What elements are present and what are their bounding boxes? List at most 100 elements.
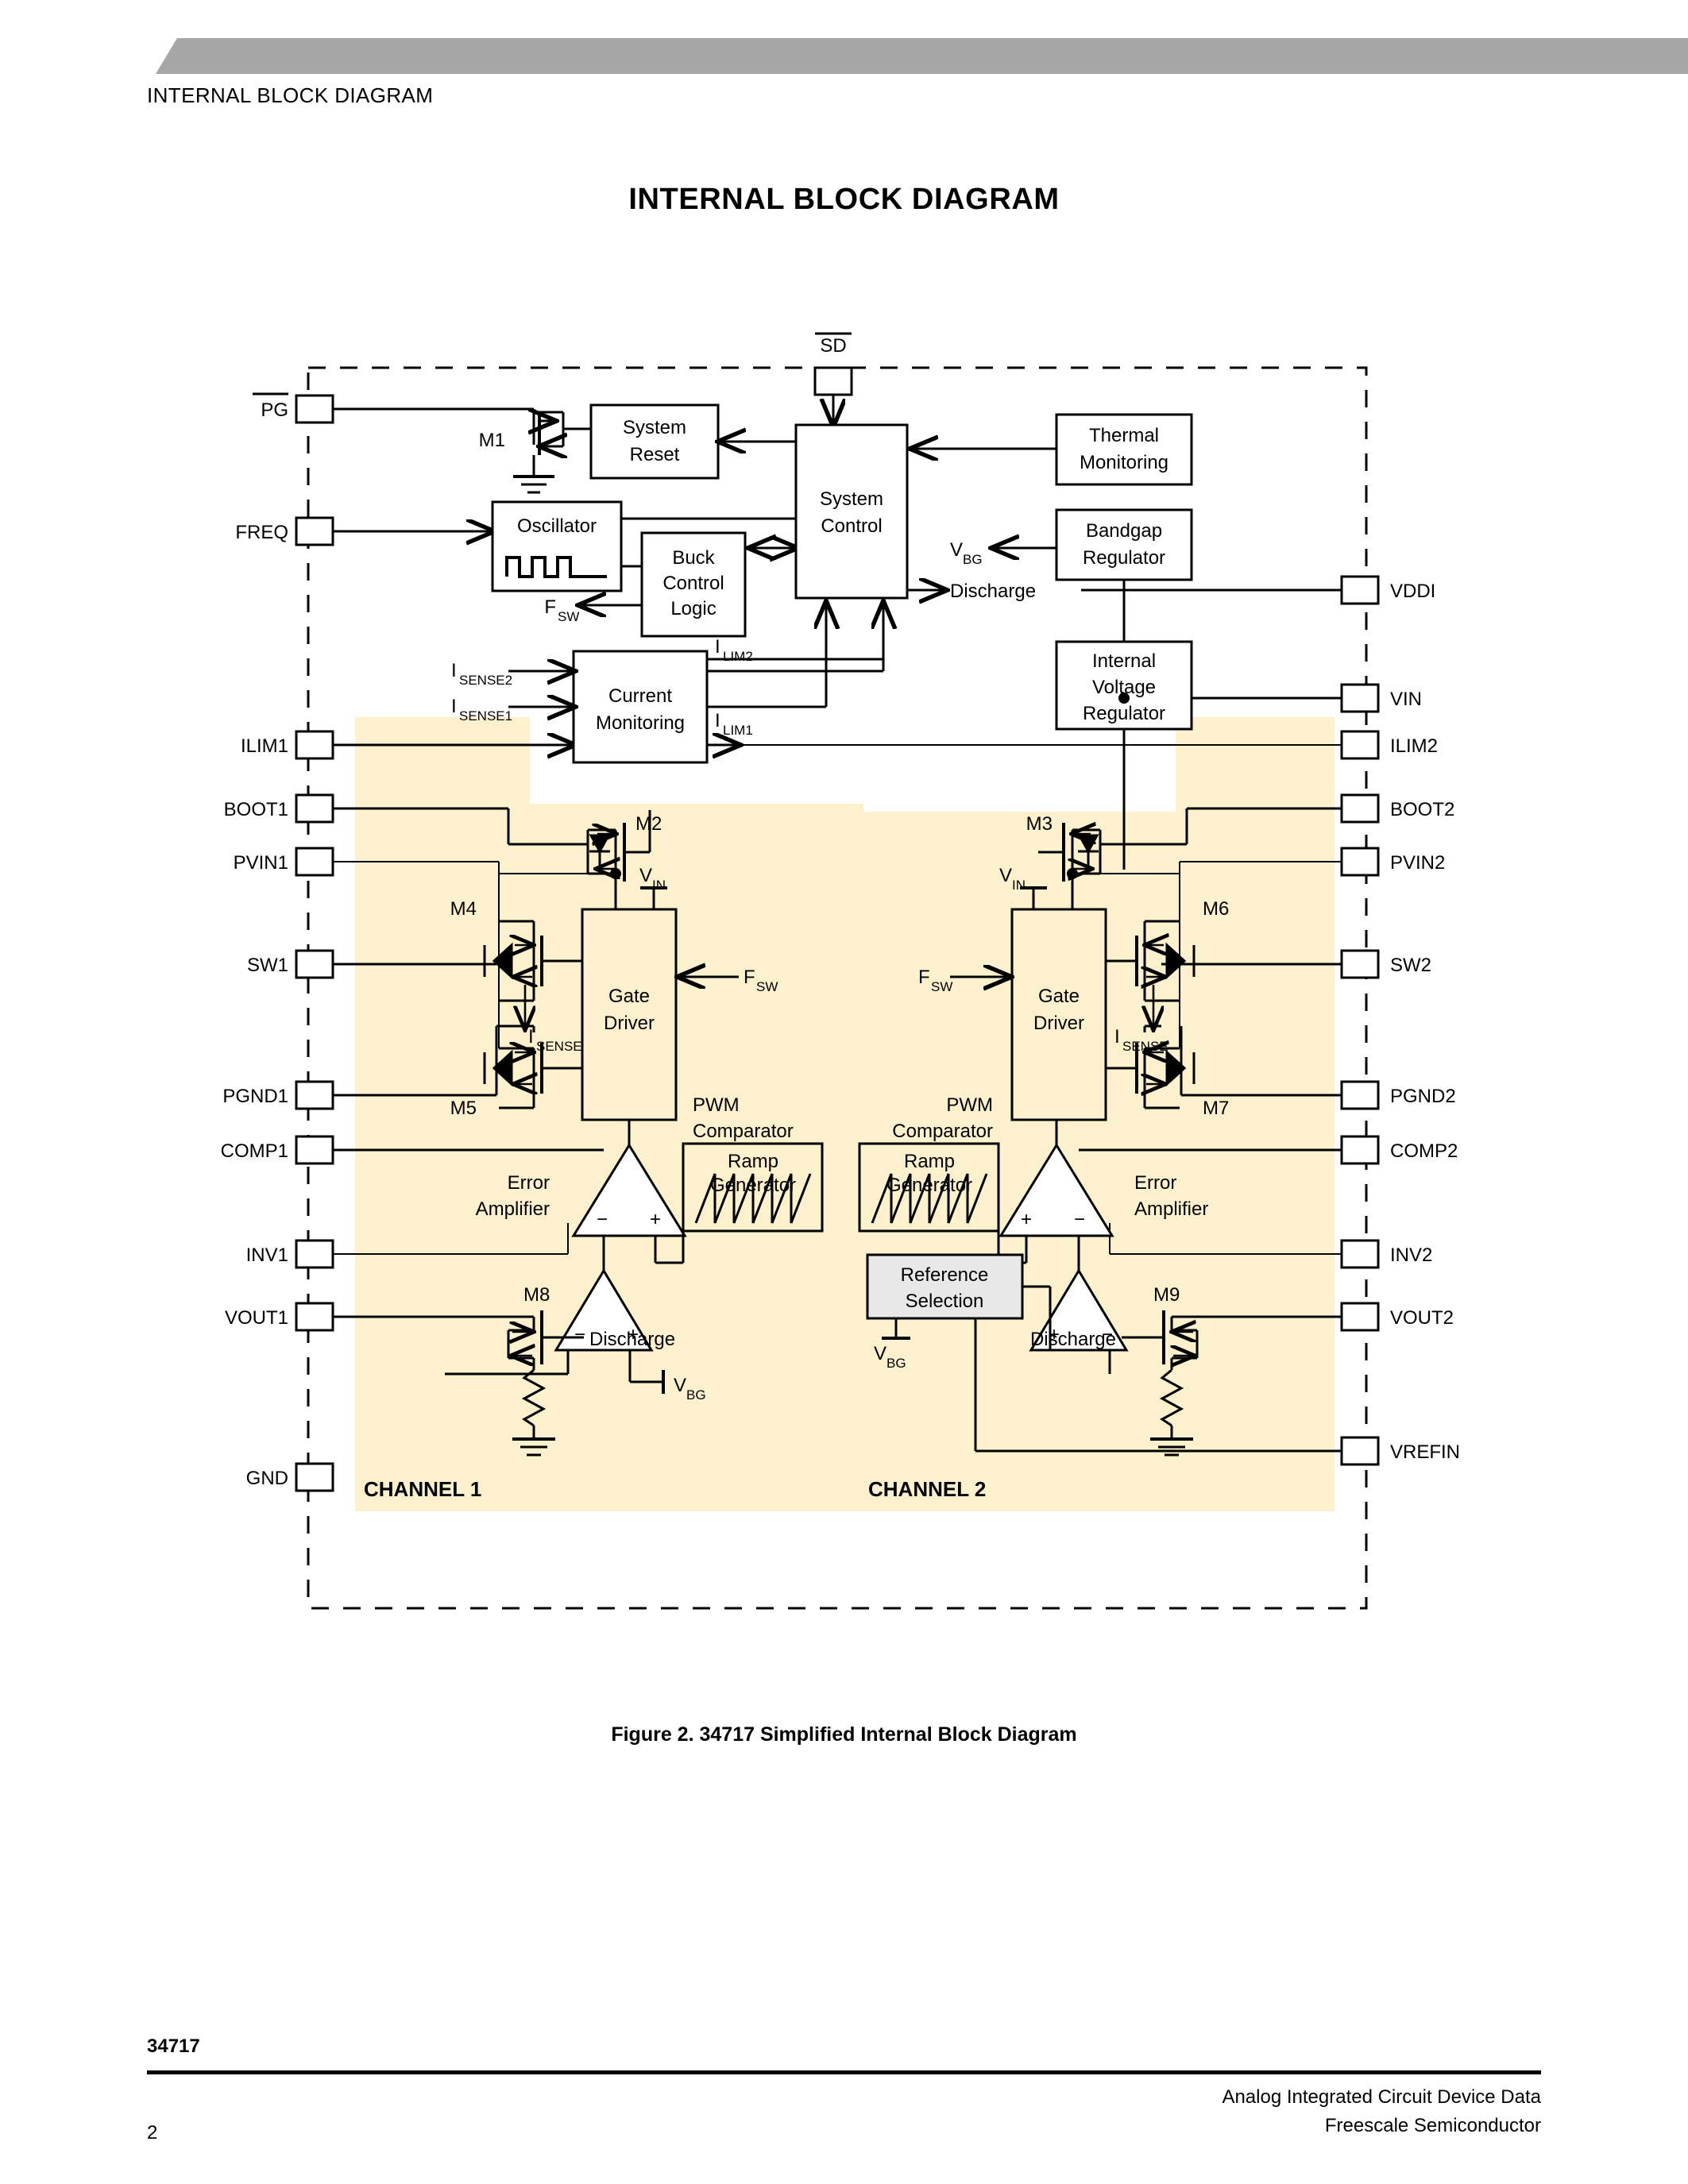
signal-label-discharge-ch1: Discharge xyxy=(589,1329,675,1350)
block-label-system-control-line2: Control xyxy=(821,515,882,537)
pin-label-vout2: VOUT2 xyxy=(1390,1307,1454,1329)
pin-label-pg: PG xyxy=(261,399,288,421)
block-label-ivr-line1: Internal xyxy=(1092,650,1156,672)
signal-label-vbg-main: V BG xyxy=(950,539,983,567)
mosfet-label-m6: M6 xyxy=(1203,898,1229,920)
mosfet-label-m5: M5 xyxy=(450,1098,477,1119)
label-pwm-comparator-1-line2: Comparator xyxy=(693,1121,794,1142)
pin-label-inv2: INV2 xyxy=(1390,1244,1432,1266)
block-label-reference-selection-line2: Selection xyxy=(906,1291,984,1312)
block-label-thermal-line2: Monitoring xyxy=(1080,452,1168,473)
svg-text:BG: BG xyxy=(963,552,983,567)
block-label-buck-line3: Logic xyxy=(670,598,716,619)
pin-label-sw2: SW2 xyxy=(1390,955,1431,976)
signal-label-ilim1-signal: I LIM1 xyxy=(715,710,753,738)
channel1-label: CHANNEL 1 xyxy=(364,1477,481,1501)
pin-label-comp1: COMP1 xyxy=(221,1140,288,1162)
block-label-system-reset-line1: System xyxy=(623,417,686,438)
signal-label-isense2: I SENSE2 xyxy=(451,660,512,688)
label-error-amp-1-line1: Error xyxy=(508,1172,550,1194)
sign-erramp2-plus: + xyxy=(1049,1324,1060,1345)
svg-text:BG: BG xyxy=(686,1387,706,1403)
block-label-oscillator: Oscillator xyxy=(517,515,597,537)
pin-label-pvin2: PVIN2 xyxy=(1390,852,1445,874)
block-label-current-monitoring-line2: Monitoring xyxy=(596,712,685,734)
pin-label-boot1: BOOT1 xyxy=(224,799,288,820)
pin-label-gnd: GND xyxy=(246,1468,288,1489)
footer-publisher: Analog Integrated Circuit Device Data Fr… xyxy=(1222,2083,1541,2140)
svg-text:IN: IN xyxy=(652,878,666,893)
signal-label-vin-ch2: V IN xyxy=(999,865,1026,893)
label-pwm-comparator-2-line1: PWM xyxy=(946,1094,993,1116)
pin-label-ilim1: ILIM1 xyxy=(241,735,288,757)
header-banner-bar xyxy=(156,38,1688,74)
block-label-gate-driver-1-line2: Driver xyxy=(604,1013,655,1034)
block-label-ramp-gen-2-line1: Ramp xyxy=(904,1151,955,1172)
svg-text:SW: SW xyxy=(931,979,952,994)
mosfet-label-m7: M7 xyxy=(1203,1098,1229,1119)
pin-label-pgnd2: PGND2 xyxy=(1390,1086,1456,1107)
block-label-buck-line2: Control xyxy=(662,573,724,594)
svg-text:F: F xyxy=(544,596,556,618)
pin-label-vout1: VOUT1 xyxy=(225,1307,288,1329)
pin-label-boot2: BOOT2 xyxy=(1390,799,1454,820)
signal-label-isense1: I SENSE1 xyxy=(451,696,512,723)
pin-label-inv1: INV1 xyxy=(246,1244,288,1266)
svg-text:SW: SW xyxy=(756,979,778,994)
block-label-bandgap-line1: Bandgap xyxy=(1086,520,1162,542)
signal-label-fsw-buck: F SW xyxy=(544,596,579,624)
svg-text:SENSE: SENSE xyxy=(536,1039,582,1054)
pin-label-freq: FREQ xyxy=(235,522,288,543)
sign-pwm1-minus: − xyxy=(597,1209,608,1230)
svg-text:SENSE1: SENSE1 xyxy=(459,708,512,723)
footer-page-number: 2 xyxy=(147,2122,158,2143)
block-diagram-svg: SD PG FREQ ILIM1 BOOT1 PVIN1 SW1 PGND1 C… xyxy=(221,332,1460,1610)
svg-text:I: I xyxy=(715,710,720,731)
footer-part-number: 34717 xyxy=(147,2035,200,2057)
block-label-bandgap-line2: Regulator xyxy=(1083,547,1165,569)
svg-text:LIM1: LIM1 xyxy=(723,723,753,738)
block-label-gate-driver-2-line2: Driver xyxy=(1033,1013,1084,1034)
sign-erramp2-minus: − xyxy=(1102,1324,1113,1345)
svg-text:V: V xyxy=(674,1375,686,1396)
device-boundary xyxy=(307,366,1368,1610)
signal-label-vin-ch1: V IN xyxy=(639,865,666,893)
sign-pwm1-plus: + xyxy=(650,1209,661,1230)
label-pwm-comparator-1-line1: PWM xyxy=(693,1094,740,1116)
signal-label-vbg-ch2: V BG xyxy=(874,1343,906,1371)
signal-label-ilim2-signal: I LIM2 xyxy=(715,636,753,664)
header-banner xyxy=(0,38,1688,74)
block-label-ramp-gen-1-line2: Generator xyxy=(710,1175,796,1196)
svg-text:F: F xyxy=(918,967,930,988)
svg-text:I: I xyxy=(451,660,457,681)
label-error-amp-2-line2: Amplifier xyxy=(1134,1198,1208,1220)
block-label-current-monitoring-line1: Current xyxy=(608,685,672,707)
pin-label-vin: VIN xyxy=(1390,689,1422,710)
channel2-label: CHANNEL 2 xyxy=(868,1477,986,1501)
block-label-buck-line1: Buck xyxy=(672,547,715,569)
svg-text:V: V xyxy=(639,865,652,886)
svg-text:I: I xyxy=(451,696,457,717)
pin-label-ilim2: ILIM2 xyxy=(1390,735,1438,757)
block-label-reference-selection-line1: Reference xyxy=(901,1264,989,1286)
svg-text:V: V xyxy=(874,1343,886,1364)
page-title: INTERNAL BLOCK DIAGRAM xyxy=(628,183,1060,216)
svg-text:I: I xyxy=(1114,1026,1120,1048)
pin-label-sd: SD xyxy=(820,335,846,357)
svg-text:SW: SW xyxy=(558,609,579,624)
svg-text:I: I xyxy=(715,636,720,658)
block-label-ramp-gen-1-line1: Ramp xyxy=(728,1151,778,1172)
pin-label-vddi: VDDI xyxy=(1390,581,1435,602)
block-label-gate-driver-2-line1: Gate xyxy=(1038,986,1080,1007)
pin-label-pgnd1: PGND1 xyxy=(222,1086,288,1107)
signal-label-isense-ch1: I SENSE xyxy=(528,1026,582,1054)
mosfet-label-m3: M3 xyxy=(1026,813,1053,835)
sign-erramp1-minus: − xyxy=(574,1324,585,1345)
label-error-amp-1-line2: Amplifier xyxy=(476,1198,550,1220)
section-header-label: INTERNAL BLOCK DIAGRAM xyxy=(147,83,434,107)
mosfet-label-m4: M4 xyxy=(450,898,477,920)
block-label-ramp-gen-2-line2: Generator xyxy=(886,1175,972,1196)
mosfet-label-m8: M8 xyxy=(523,1284,550,1306)
signal-label-fsw-ch1: F SW xyxy=(744,967,778,994)
